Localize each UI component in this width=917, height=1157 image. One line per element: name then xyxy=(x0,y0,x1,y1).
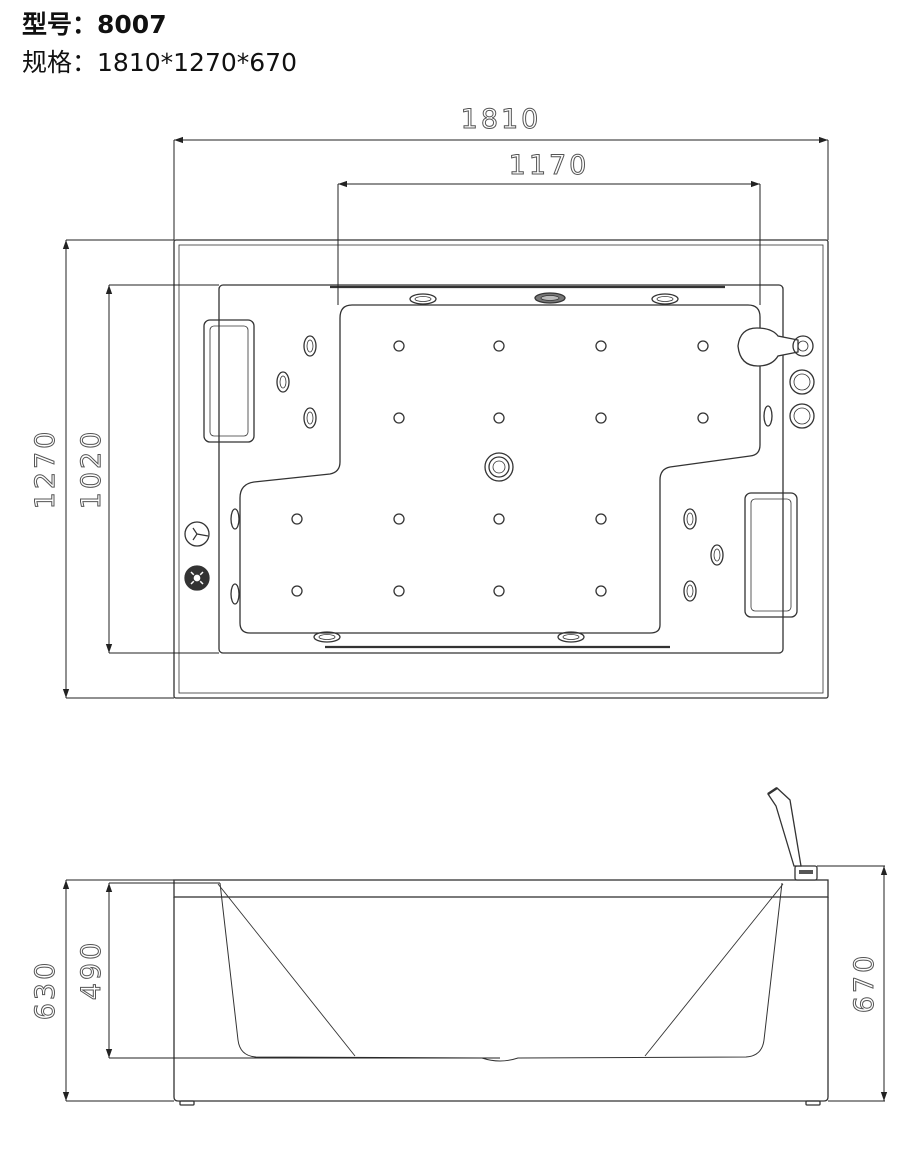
spec-label: 规格： xyxy=(22,48,98,77)
dim-inner-depth: 490 xyxy=(76,940,107,1001)
model-label: 型号： xyxy=(22,10,98,39)
top-view xyxy=(173,239,829,699)
right-control-knobs xyxy=(789,369,815,429)
support-line-left xyxy=(217,883,356,1057)
rim-jets-bottom xyxy=(313,631,585,643)
side-jets xyxy=(230,335,773,605)
spec-line: 规格：1810*1270*670 xyxy=(22,44,297,82)
outer-rim-inner-line xyxy=(178,244,824,694)
handshower-holder-icon xyxy=(737,327,814,367)
model-line: 型号：8007 xyxy=(22,6,297,44)
side-view xyxy=(173,786,829,1106)
left-controls xyxy=(184,521,210,591)
bubble-jets xyxy=(291,340,709,597)
support-line-right xyxy=(644,883,784,1057)
spec-value: 1810*1270*670 xyxy=(97,48,297,77)
rim-jets-top xyxy=(409,292,679,305)
dim-inner-width: 1020 xyxy=(76,429,107,510)
basin-outline xyxy=(239,304,761,634)
handshower-icon xyxy=(767,786,818,881)
side-rim xyxy=(173,879,829,898)
dim-total-height: 670 xyxy=(849,953,880,1014)
side-apron xyxy=(173,897,829,1102)
spec-header: 型号：8007 规格：1810*1270*670 xyxy=(22,6,297,82)
drain-icon xyxy=(484,452,514,482)
side-dimensions xyxy=(62,865,888,1102)
foot-left xyxy=(179,1100,195,1106)
top-dimensions xyxy=(62,136,829,699)
basin-profile xyxy=(219,882,783,1062)
dim-overall-width: 1270 xyxy=(30,429,61,510)
dim-inner-length: 1170 xyxy=(509,150,590,181)
inner-deck xyxy=(218,284,784,654)
dim-overall-length: 1810 xyxy=(461,104,542,135)
pillow-left xyxy=(203,319,255,443)
outer-rim xyxy=(173,239,829,699)
pillow-right xyxy=(744,492,798,618)
foot-right xyxy=(805,1100,821,1106)
model-value: 8007 xyxy=(97,10,167,39)
dim-side-height: 630 xyxy=(30,960,61,1021)
